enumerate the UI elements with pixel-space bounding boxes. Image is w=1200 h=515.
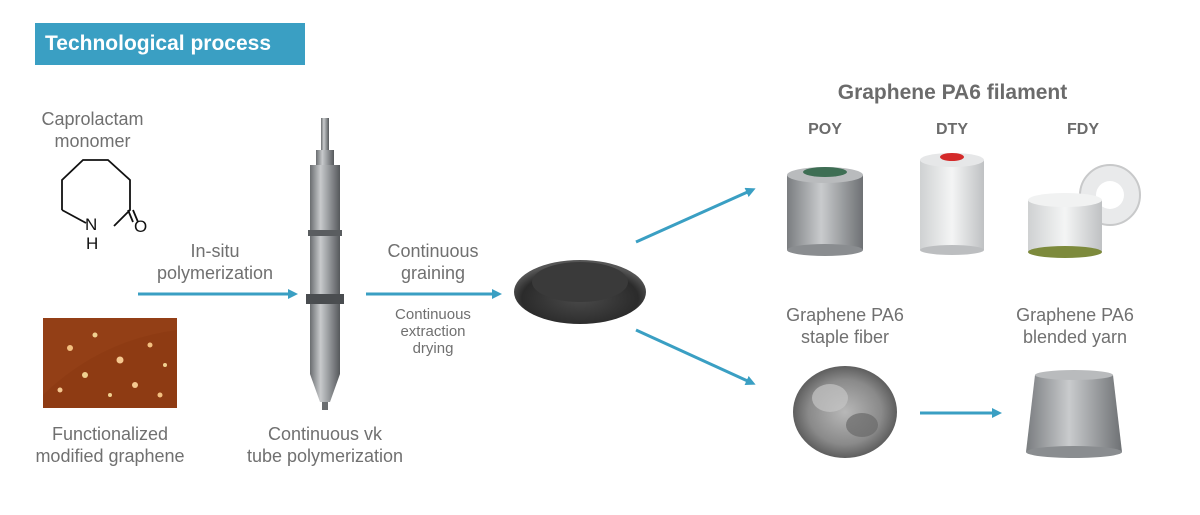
in-situ-polymerization-label: In-situ polymerization (156, 241, 274, 283)
blended-yarn-label: Graphene PA6 blended yarn (1016, 305, 1134, 347)
arrow-to-staple-fiber (635, 328, 756, 386)
staple-fiber-image (793, 366, 897, 458)
atom-n-label: N (85, 215, 98, 234)
arrow-to-filament (635, 187, 756, 244)
staple-fiber-label: Graphene PA6 staple fiber (786, 305, 904, 347)
continuous-graining-label: Continuous graining (387, 241, 479, 283)
caprolactam-label: Caprolactam monomer (41, 109, 144, 151)
page-title: Technological process (35, 23, 305, 65)
fdy-spool-image (1028, 164, 1141, 258)
blended-yarn-image (1026, 370, 1122, 458)
continuous-extraction-label: Continuous extraction drying (395, 306, 471, 357)
filament-title: Graphene PA6 filament (837, 81, 1068, 104)
graphene-label: Functionalized modified graphene (35, 424, 185, 466)
reactor-label: Continuous vk tube polymerization (246, 424, 404, 466)
poy-label: POY (808, 121, 842, 138)
pellets-image (514, 260, 646, 324)
dty-label: DTY (936, 121, 968, 138)
poy-spool-image (787, 167, 863, 256)
atom-o-label: O (134, 217, 148, 236)
caprolactam-molecule (61, 159, 139, 227)
atom-h-label: H (86, 234, 99, 253)
reactor-tube-image (306, 118, 344, 410)
fdy-label: FDY (1067, 121, 1099, 138)
dty-spool-image (920, 153, 984, 255)
graphene-image (43, 318, 177, 408)
